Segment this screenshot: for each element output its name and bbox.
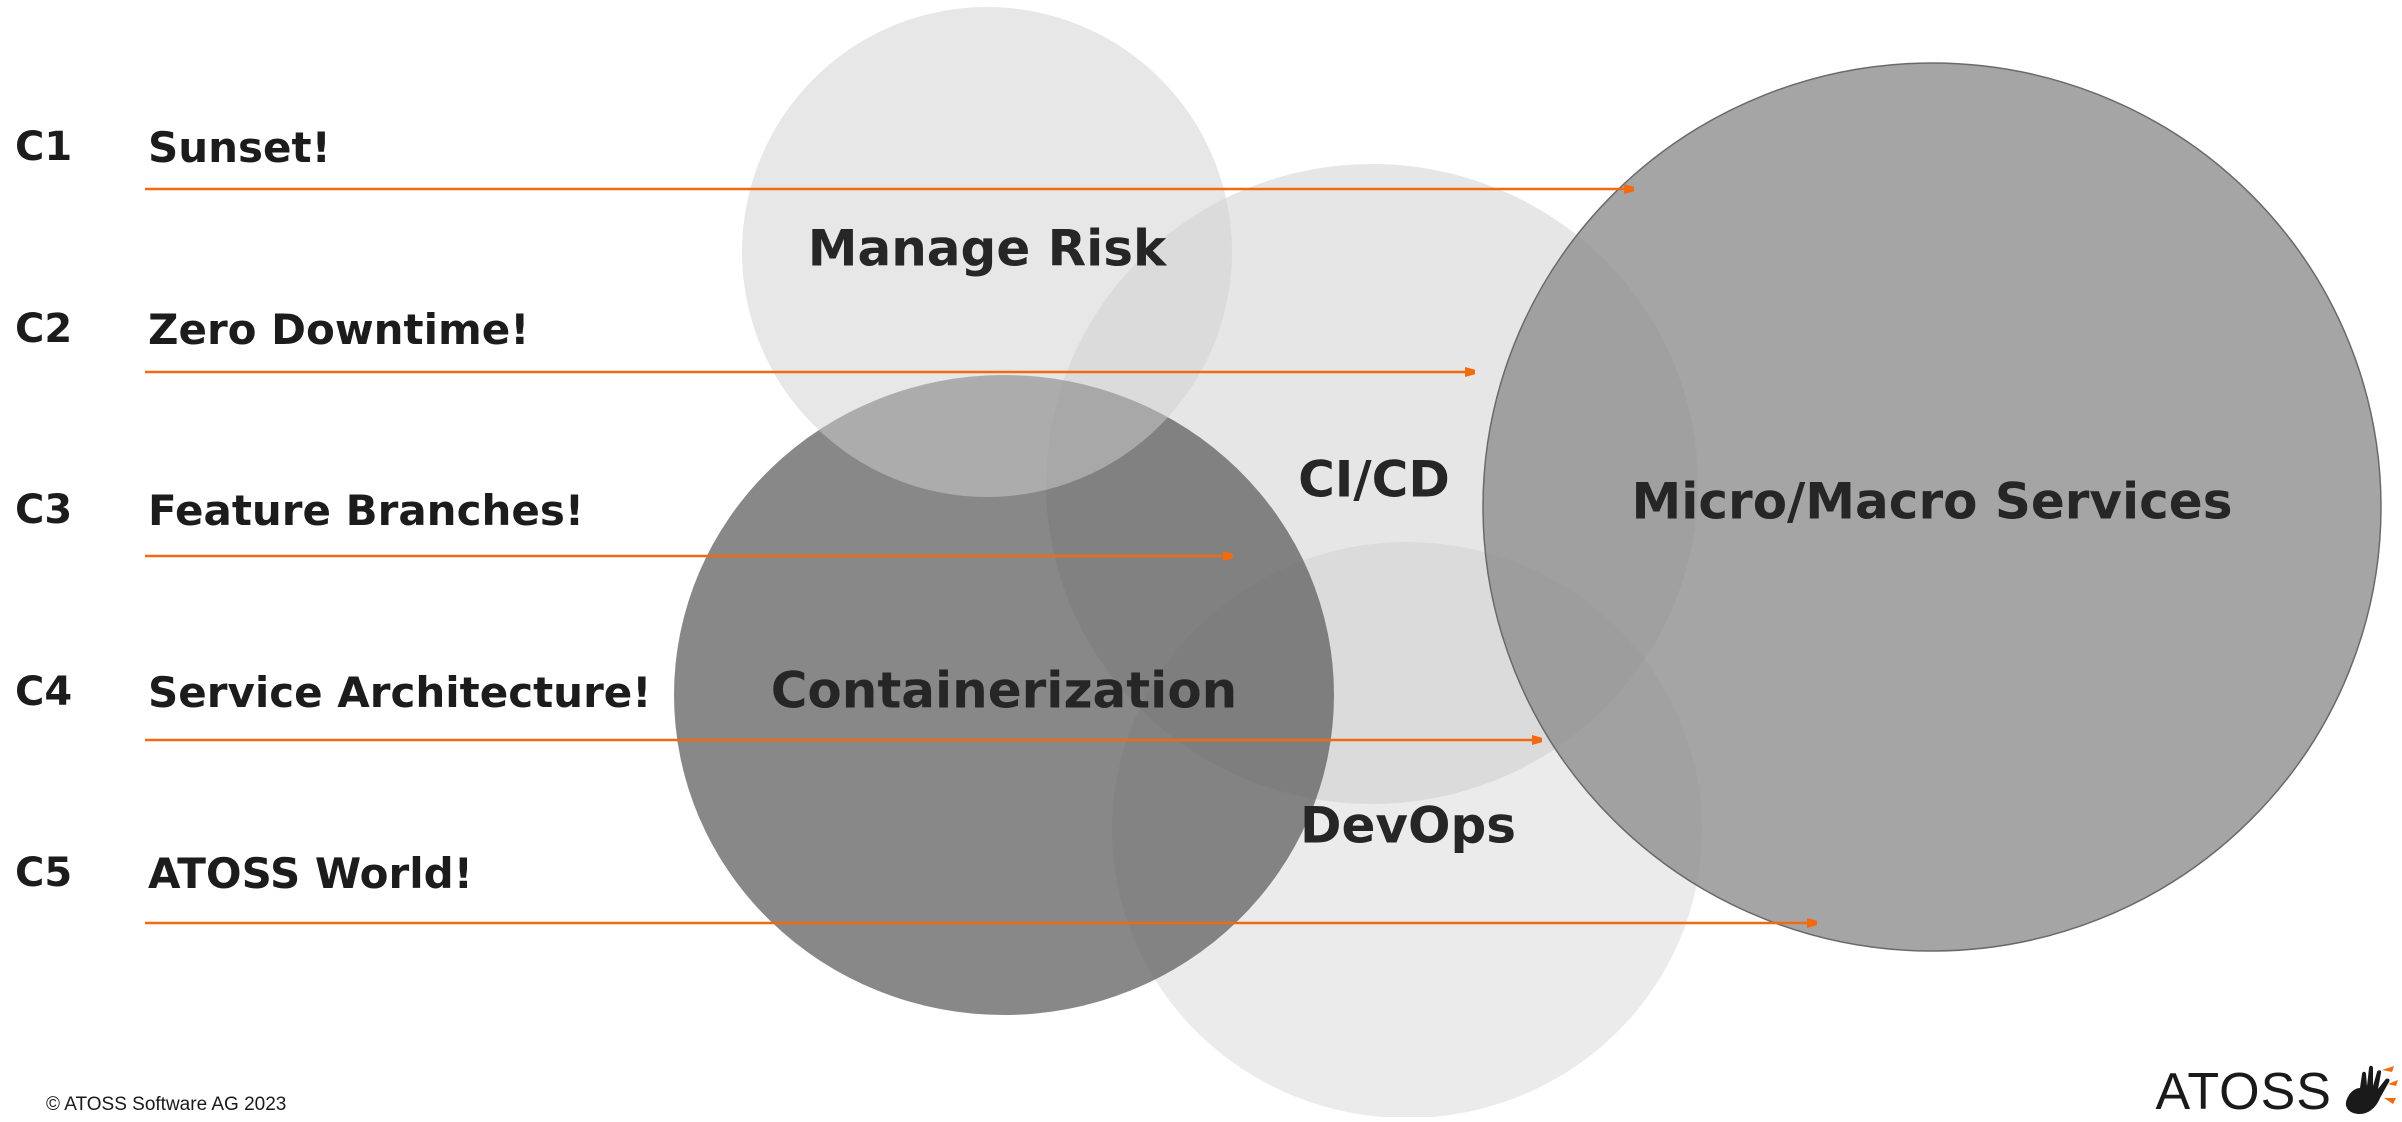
circle-micro-macro bbox=[1482, 62, 2382, 952]
row-label-sunset: Sunset! bbox=[148, 123, 331, 172]
copyright-footer: © ATOSS Software AG 2023 bbox=[46, 1094, 287, 1115]
row-code-c5: C5 bbox=[15, 850, 72, 896]
row-label-service-architecture: Service Architecture! bbox=[148, 668, 651, 717]
logo-wordmark: ATOSS bbox=[2155, 1063, 2332, 1121]
circle-containerization bbox=[674, 375, 1334, 1015]
row-code-c4: C4 bbox=[15, 669, 72, 715]
atoss-logo: ATOSS bbox=[2156, 1062, 2400, 1122]
label-ci-cd: CI/CD bbox=[1298, 451, 1450, 509]
row-label-atoss-world: ATOSS World! bbox=[148, 849, 473, 898]
row-label-feature-branches: Feature Branches! bbox=[148, 486, 584, 535]
row-code-c1: C1 bbox=[15, 124, 72, 170]
hand-icon bbox=[2345, 1065, 2398, 1114]
label-manage-risk: Manage Risk bbox=[808, 220, 1168, 278]
label-devops: DevOps bbox=[1300, 797, 1516, 855]
circle-manage-risk bbox=[742, 7, 1232, 497]
row-code-c2: C2 bbox=[15, 306, 72, 352]
label-containerization: Containerization bbox=[771, 662, 1238, 720]
row-code-c3: C3 bbox=[15, 487, 72, 533]
label-micro-macro: Micro/Macro Services bbox=[1632, 473, 2233, 531]
row-label-zero-downtime: Zero Downtime! bbox=[148, 305, 529, 354]
